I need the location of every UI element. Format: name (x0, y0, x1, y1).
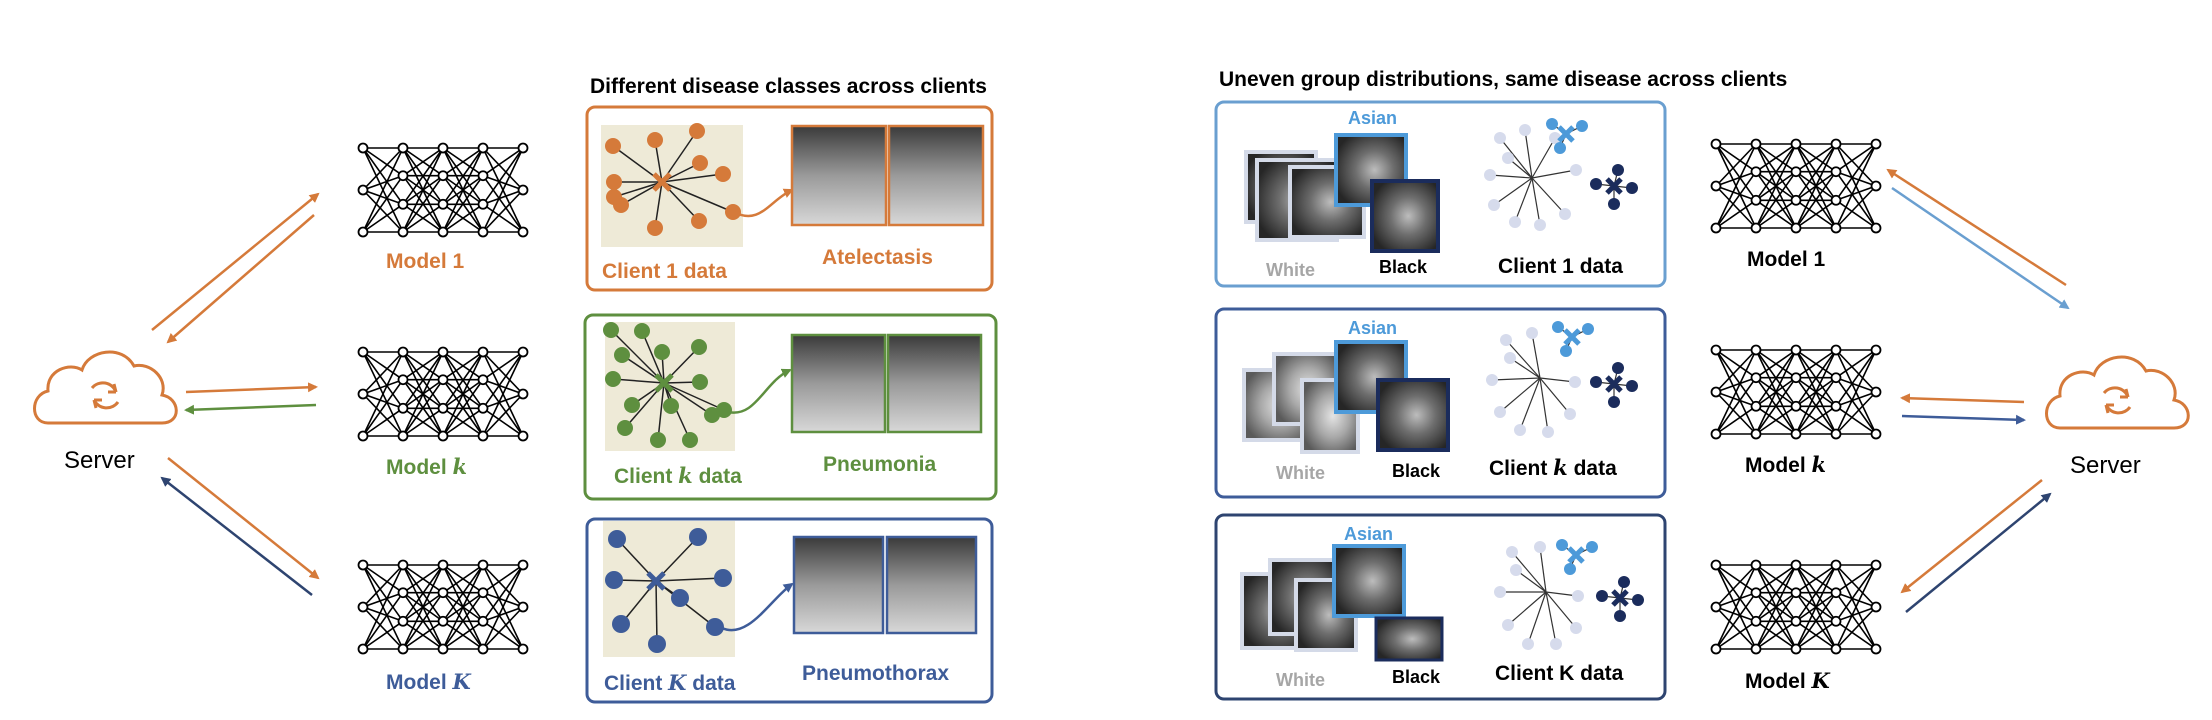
xray-image (886, 333, 983, 434)
group-label-white: White (1266, 260, 1315, 280)
left-server: Server (33, 350, 178, 474)
arrow-model-1-right-orange (1886, 168, 2067, 287)
arrow-server-to-model-k (185, 382, 318, 394)
right-model-k-network-icon (1710, 344, 1882, 440)
group-label-white: White (1276, 670, 1325, 690)
arrow-model-1-right-blue (1891, 186, 2070, 310)
client-K-xray-images (792, 535, 978, 635)
group-label-asian: Asian (1348, 108, 1397, 128)
xray-image (885, 535, 978, 635)
right-arrows (1886, 168, 2070, 613)
group-label-white: White (1276, 463, 1325, 483)
left-model-K-network-icon (357, 559, 529, 655)
disease-label-atelectasis: Atelectasis (822, 246, 933, 269)
arrow-model-k-to-server-right (1901, 414, 2026, 425)
xray-image (792, 535, 885, 635)
group-label-black: Black (1379, 257, 1428, 277)
client-1-link-arrow (733, 188, 794, 218)
group-label-asian: Asian (1344, 524, 1393, 544)
arrow-server-to-model-K-right (1900, 479, 2043, 594)
xray-image (887, 124, 985, 227)
client-K-link-arrow (721, 582, 794, 632)
disease-label-pneumonia: Pneumonia (823, 453, 937, 476)
right-client-K-data-label: Client K data (1495, 662, 1624, 685)
arrow-model-k-to-server (184, 403, 317, 415)
right-model-1-network-icon (1710, 138, 1882, 234)
fundus-image-black (1370, 179, 1440, 253)
left-panel-title: Different disease classes across clients (590, 75, 987, 98)
right-model-1-label: Model 1 (1747, 248, 1826, 271)
right-server: Server (2045, 355, 2190, 479)
client-K-fundus-images (1240, 544, 1444, 662)
right-client-k-data-label: Client k data (1489, 455, 1617, 480)
arrow-server-to-model-1 (151, 192, 320, 331)
left-server-label: Server (64, 447, 135, 474)
right-client-1-data-label: Client 1 data (1498, 255, 1623, 278)
client-1-data-label: Client 1 data (602, 260, 727, 283)
xray-image (790, 124, 888, 227)
client-1-scatter-plot (605, 123, 741, 236)
client-k-link-arrow (727, 368, 792, 414)
client-k-fundus-images (1242, 340, 1450, 454)
client-1-group-scatter (1484, 118, 1638, 231)
right-panel-title: Uneven group distributions, same disease… (1219, 68, 1787, 91)
arrow-model-1-to-server (166, 214, 315, 344)
arrow-model-K-to-server (160, 476, 313, 596)
client-K-scatter-plot (605, 528, 732, 653)
left-client-1-box: Client 1 data Atelectasis (585, 105, 994, 292)
right-client-k-box: Asian White Black Client k data (1214, 307, 1667, 499)
left-model-k-network-icon (357, 346, 529, 442)
left-model-k-label: Model k (386, 454, 467, 479)
right-model-K-network-icon (1710, 559, 1882, 655)
right-server-label: Server (2070, 452, 2141, 479)
left-client-K-box: Client K data Pneumothorax (585, 517, 994, 704)
arrow-server-to-model-K (167, 457, 320, 580)
left-model-1-label: Model 1 (386, 250, 465, 273)
fundus-image-black (1374, 616, 1444, 662)
left-client-k-box: Client k data Pneumonia (583, 313, 998, 501)
client-1-fundus-images (1244, 133, 1440, 253)
client-k-data-label: Client k data (614, 463, 742, 488)
left-model-1-network-icon (357, 142, 529, 238)
client-1-xray-images (790, 124, 985, 227)
arrow-model-K-to-server-right (1905, 492, 2052, 613)
client-K-group-scatter (1494, 539, 1644, 650)
group-label-black: Black (1392, 461, 1441, 481)
fundus-image-asian (1332, 544, 1406, 618)
fundus-image-black (1376, 378, 1450, 452)
right-model-k-label: Model k (1745, 452, 1826, 477)
group-label-asian: Asian (1348, 318, 1397, 338)
cloud-sync-icon (2045, 355, 2190, 430)
left-arrows (151, 192, 320, 596)
client-K-data-label: Client K data (604, 670, 736, 695)
right-model-K-label: Model K (1745, 668, 1831, 693)
client-k-group-scatter (1486, 321, 1638, 438)
right-client-K-box: Asian White Black Client K data (1214, 513, 1667, 701)
client-k-xray-images (790, 333, 983, 434)
left-model-K-label: Model K (386, 669, 472, 694)
disease-label-pneumothorax: Pneumothorax (802, 662, 949, 685)
right-client-1-box: Asian White Black Client 1 data (1214, 100, 1667, 288)
xray-image (790, 333, 887, 434)
client-k-scatter-plot (603, 322, 732, 448)
arrow-server-to-model-k-right (1900, 393, 2025, 404)
cloud-sync-icon (33, 350, 178, 425)
group-label-black: Black (1392, 667, 1441, 687)
